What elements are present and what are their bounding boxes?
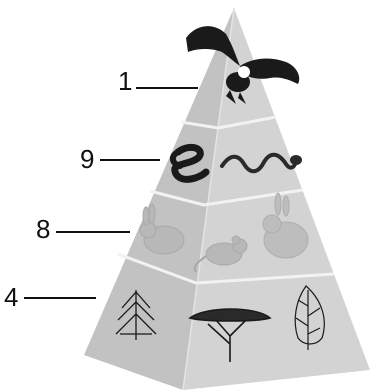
level-label-1: 1 — [118, 66, 198, 96]
level-number: 4 — [4, 282, 18, 312]
level-label-4: 4 — [4, 282, 96, 312]
level-number: 8 — [36, 214, 50, 244]
level-number: 9 — [80, 144, 94, 174]
level-label-2: 9 — [80, 144, 160, 174]
level-label-3: 8 — [36, 214, 130, 244]
level-number: 1 — [118, 66, 132, 96]
